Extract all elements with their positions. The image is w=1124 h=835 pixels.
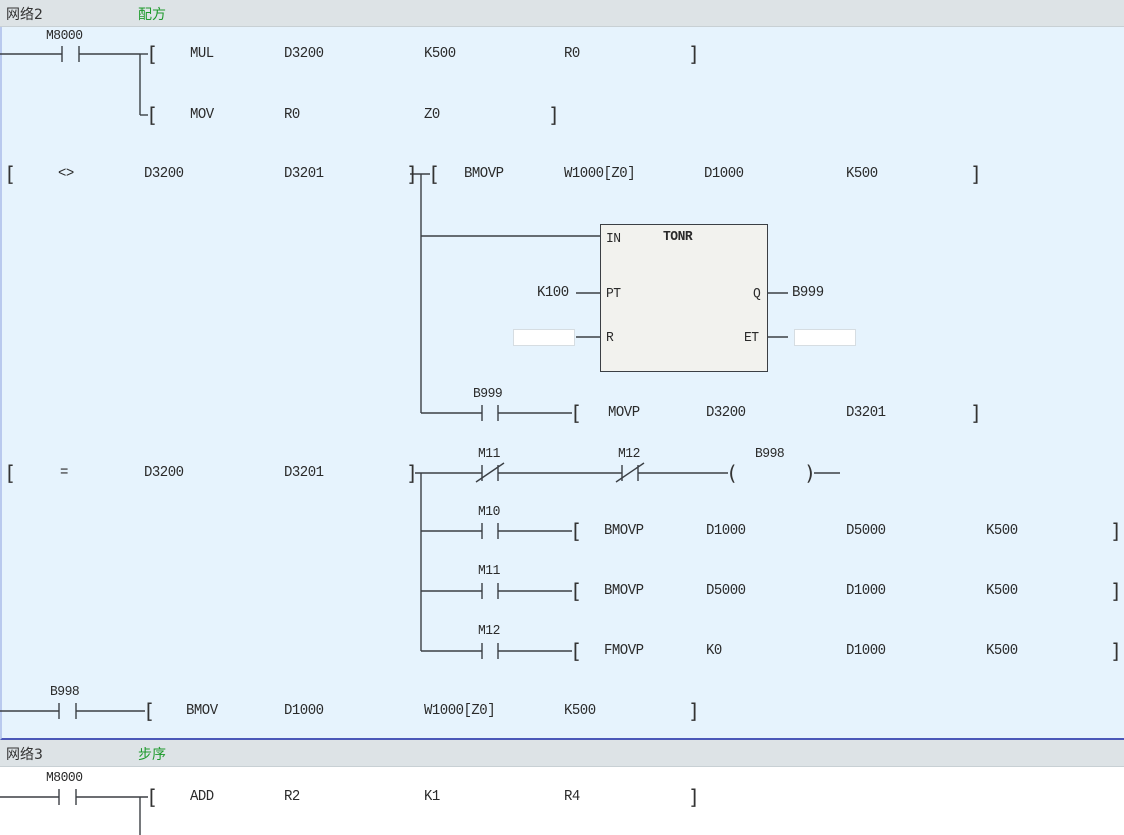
contact-label[interactable]: M8000 — [46, 769, 83, 786]
operand[interactable]: D3200 — [144, 165, 184, 183]
operand[interactable]: D1000 — [284, 702, 324, 720]
instruction-close-bracket: ] — [688, 785, 701, 809]
operand[interactable]: K500 — [846, 165, 878, 183]
compare-close-bracket: ] — [406, 162, 419, 186]
instruction-op[interactable]: MUL — [190, 45, 214, 63]
instruction-close-bracket: ] — [688, 699, 701, 723]
tonr-function-block[interactable]: TONR IN PT R Q ET — [600, 224, 768, 372]
operand[interactable]: W1000[Z0] — [564, 165, 636, 183]
instruction-close-bracket: ] — [688, 42, 701, 66]
operand[interactable]: Z0 — [424, 106, 440, 124]
network-number: 网络2 — [6, 7, 43, 23]
instruction-close-bracket: ] — [1110, 639, 1123, 663]
instruction-close-bracket: ] — [970, 401, 983, 425]
instruction-op[interactable]: MOVP — [608, 404, 640, 422]
network-comment[interactable]: 步序 — [138, 747, 166, 763]
operand[interactable]: K1 — [424, 788, 440, 806]
operand[interactable]: D1000 — [846, 642, 886, 660]
instruction-close-bracket: ] — [1110, 579, 1123, 603]
compare-open-bracket: [ — [4, 461, 17, 485]
operand[interactable]: D5000 — [846, 522, 886, 540]
instruction-open-bracket: [ — [143, 699, 156, 723]
instruction-open-bracket: [ — [146, 103, 159, 127]
pin-in: IN — [606, 230, 621, 247]
operand[interactable]: D1000 — [704, 165, 744, 183]
instruction-op[interactable]: MOV — [190, 106, 214, 124]
pin-pt: PT — [606, 285, 621, 302]
instruction-open-bracket: [ — [570, 519, 583, 543]
operand[interactable]: D3201 — [284, 165, 324, 183]
instruction-op[interactable]: BMOVP — [604, 522, 644, 540]
operand[interactable]: D3200 — [284, 45, 324, 63]
operand[interactable]: D3200 — [706, 404, 746, 422]
network-2-body[interactable] — [0, 27, 1124, 740]
contact-label[interactable]: B998 — [50, 683, 80, 700]
operand[interactable]: K0 — [706, 642, 722, 660]
instruction-open-bracket: [ — [570, 401, 583, 425]
operand[interactable]: D1000 — [846, 582, 886, 600]
operand[interactable]: K500 — [424, 45, 456, 63]
instruction-open-bracket: [ — [146, 785, 159, 809]
instruction-close-bracket: ] — [970, 162, 983, 186]
operand[interactable]: K500 — [986, 582, 1018, 600]
operand[interactable]: D5000 — [706, 582, 746, 600]
r-input-field[interactable] — [513, 329, 575, 346]
contact-label[interactable]: M11 — [478, 562, 500, 579]
contact-label[interactable]: M8000 — [46, 27, 83, 44]
operand[interactable]: D1000 — [706, 522, 746, 540]
contact-label[interactable]: B999 — [473, 385, 503, 402]
compare-op[interactable]: <> — [58, 165, 74, 183]
coil-open: ( — [726, 461, 739, 485]
operand[interactable]: K500 — [564, 702, 596, 720]
instruction-open-bracket: [ — [570, 579, 583, 603]
pin-r: R — [606, 329, 614, 346]
instruction-open-bracket: [ — [146, 42, 159, 66]
operand[interactable]: R4 — [564, 788, 580, 806]
instruction-op[interactable]: BMOV — [186, 702, 218, 720]
pin-q: Q — [753, 285, 761, 302]
contact-label[interactable]: M10 — [478, 503, 500, 520]
network-3-body[interactable] — [0, 767, 1123, 835]
instruction-op[interactable]: FMOVP — [604, 642, 644, 660]
operand[interactable]: R0 — [564, 45, 580, 63]
instruction-open-bracket: [ — [428, 162, 441, 186]
network-number: 网络3 — [6, 747, 43, 763]
pt-value[interactable]: K100 — [537, 284, 569, 302]
pin-et: ET — [744, 329, 759, 346]
compare-open-bracket: [ — [4, 162, 17, 186]
compare-op[interactable]: = — [60, 464, 68, 482]
operand[interactable]: D3201 — [846, 404, 886, 422]
instruction-close-bracket: ] — [1110, 519, 1123, 543]
instruction-op[interactable]: BMOVP — [464, 165, 504, 183]
instruction-op[interactable]: ADD — [190, 788, 214, 806]
operand[interactable]: K500 — [986, 642, 1018, 660]
operand[interactable]: R0 — [284, 106, 300, 124]
instruction-open-bracket: [ — [570, 639, 583, 663]
network-comment[interactable]: 配方 — [138, 7, 166, 23]
operand[interactable]: R2 — [284, 788, 300, 806]
operand[interactable]: D3201 — [284, 464, 324, 482]
contact-label[interactable]: M11 — [478, 445, 500, 462]
operand[interactable]: D3200 — [144, 464, 184, 482]
coil-label[interactable]: B998 — [755, 445, 785, 462]
instruction-op[interactable]: BMOVP — [604, 582, 644, 600]
contact-label[interactable]: M12 — [618, 445, 640, 462]
compare-close-bracket: ] — [406, 461, 419, 485]
operand[interactable]: W1000[Z0] — [424, 702, 496, 720]
network-2-header[interactable]: 网络2 配方 — [0, 0, 1124, 27]
network-3-header[interactable]: 网络3 步序 — [0, 740, 1124, 767]
contact-label[interactable]: M12 — [478, 622, 500, 639]
function-block-title: TONR — [663, 228, 693, 245]
et-output-field[interactable] — [794, 329, 856, 346]
operand[interactable]: K500 — [986, 522, 1018, 540]
q-value[interactable]: B999 — [792, 284, 824, 302]
instruction-close-bracket: ] — [548, 103, 561, 127]
coil-close: ) — [804, 461, 817, 485]
